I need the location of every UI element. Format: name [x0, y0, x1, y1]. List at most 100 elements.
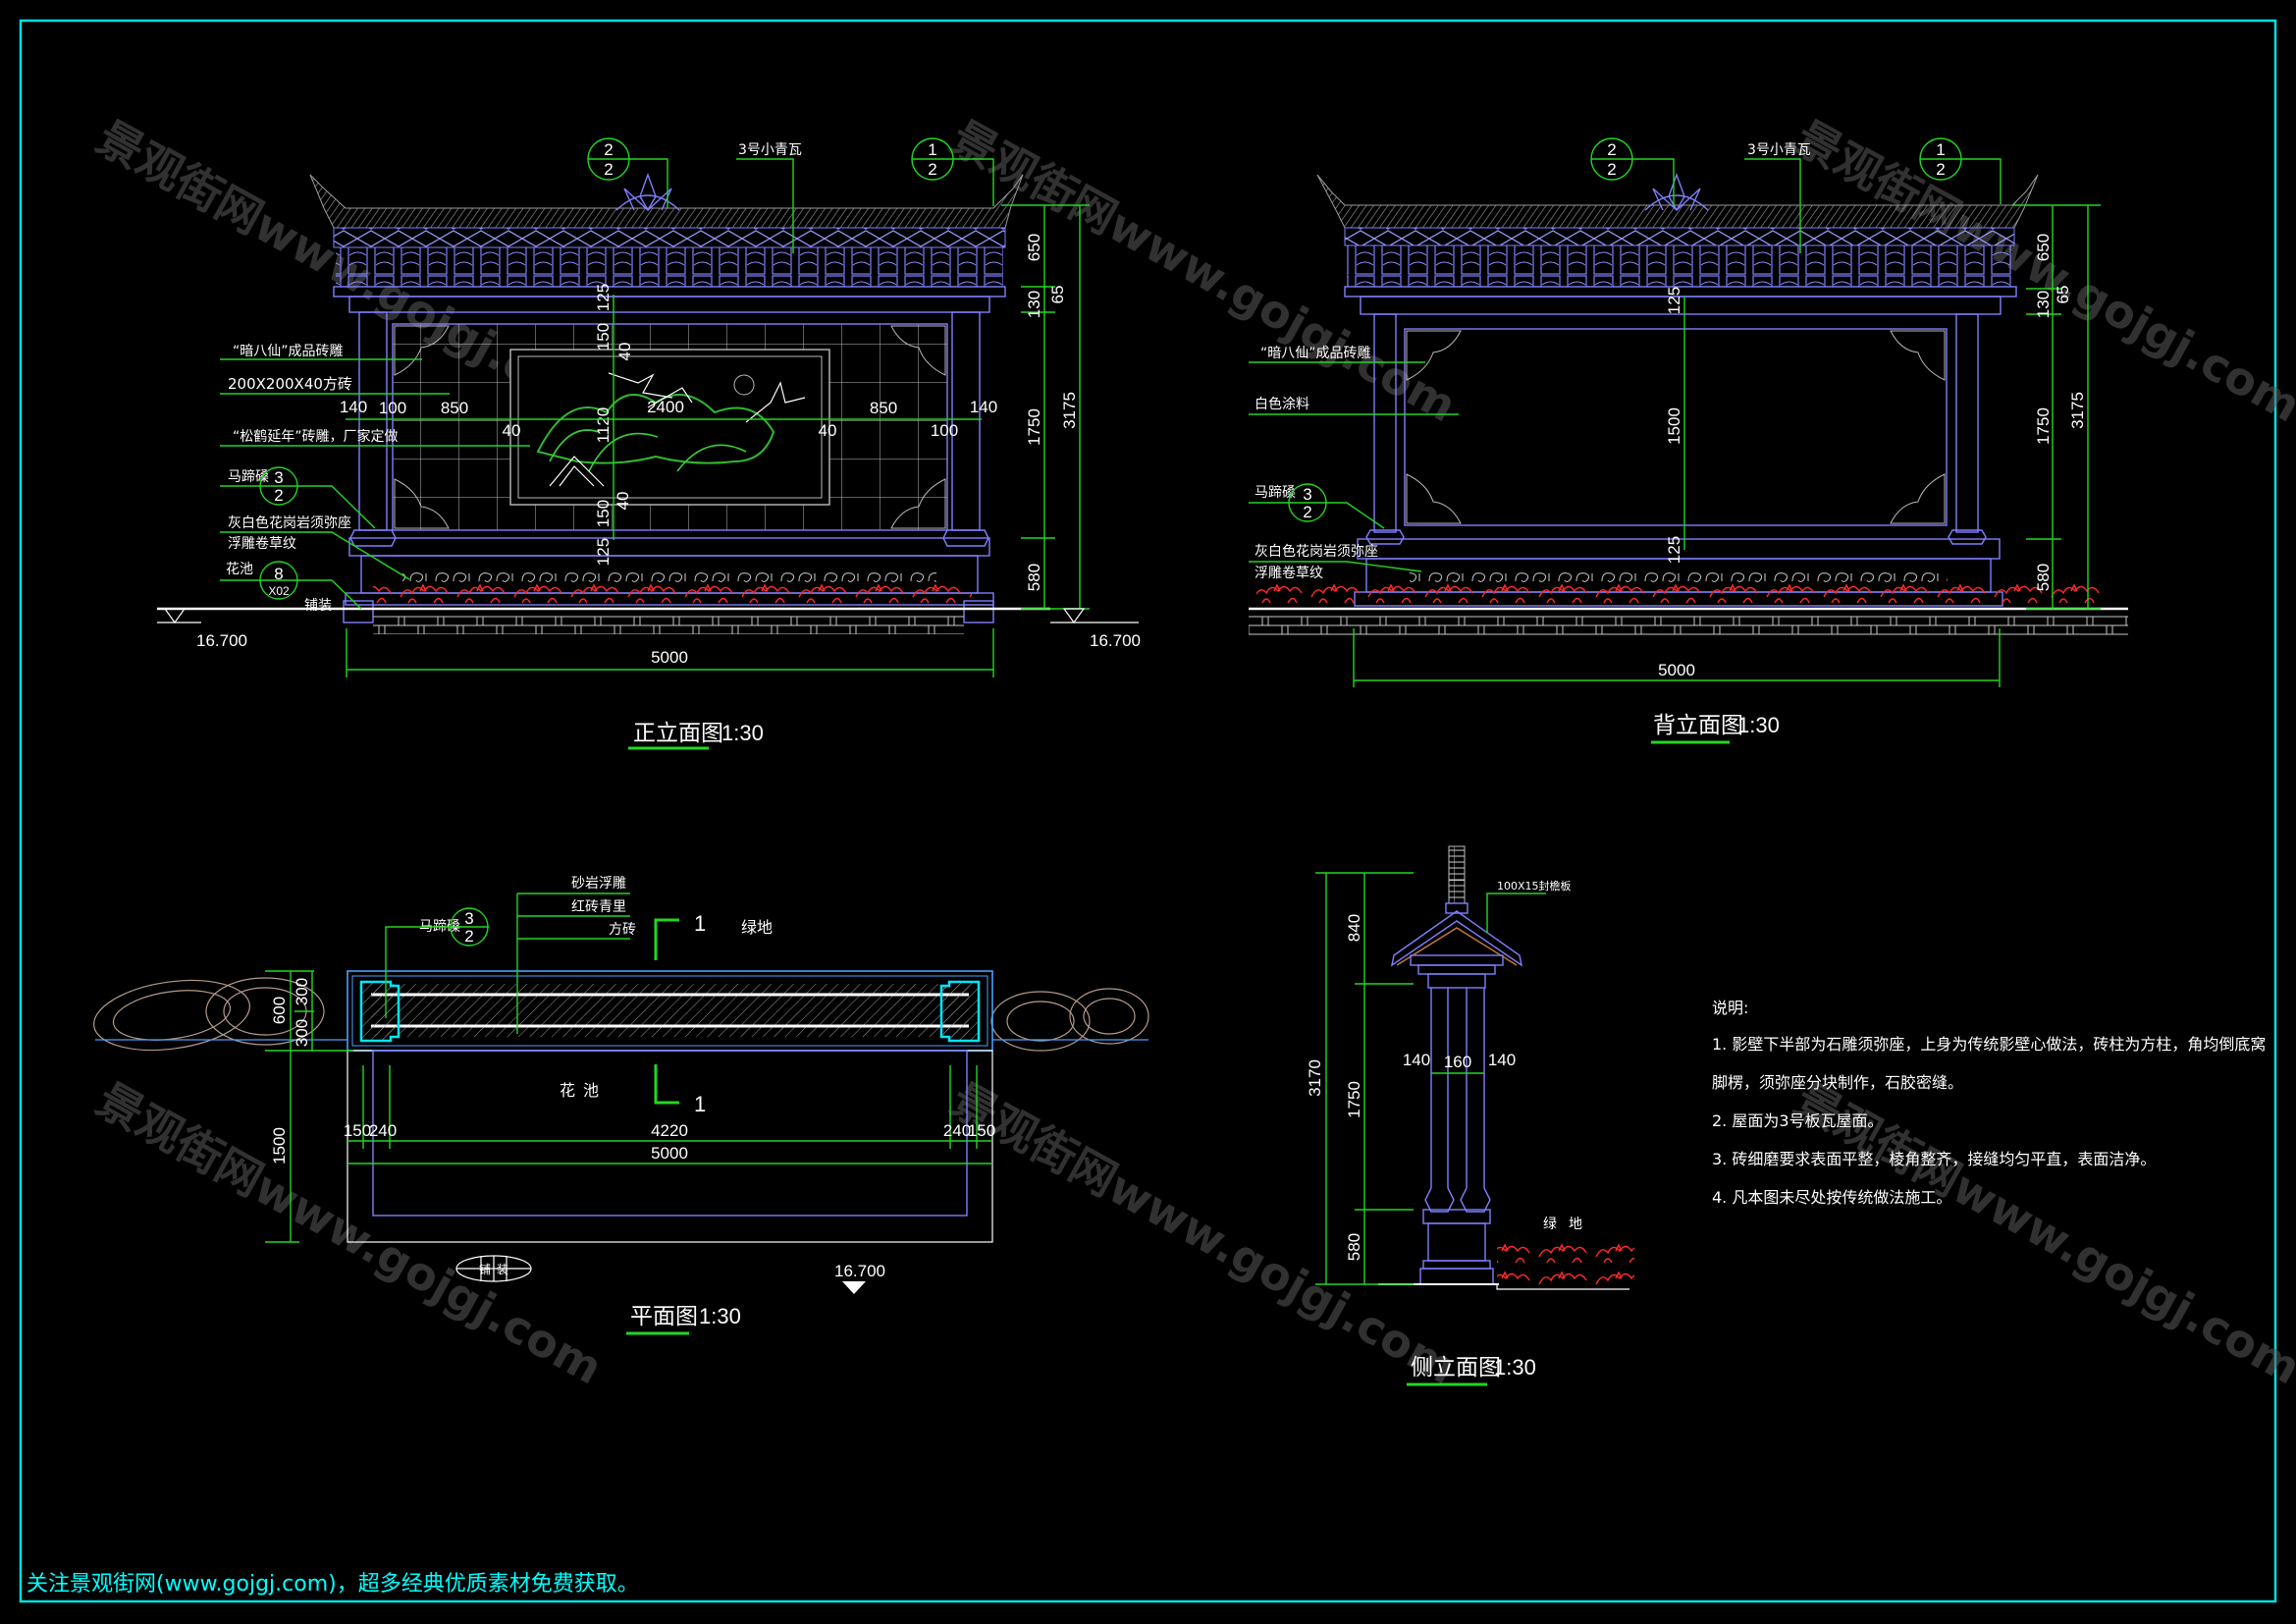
material-callouts: 砂岩浮雕 红砖青里 方砖 马蹄磉 3 2 — [385, 876, 636, 1034]
detail-callout: 2 2 — [587, 137, 668, 208]
dim-text: 300 — [293, 1019, 311, 1047]
callout-bottom: 2 — [928, 160, 936, 179]
callout-top: 2 — [1607, 140, 1616, 159]
dim-text: 100 — [931, 421, 958, 440]
label: 绿地 — [741, 918, 773, 937]
label: 马蹄磉 — [228, 468, 269, 485]
label: 铺装 — [304, 598, 332, 614]
label: 花池 — [560, 1081, 607, 1100]
dim-text: 1750 — [1025, 408, 1043, 446]
carving-panel — [509, 349, 830, 506]
dim-text: 100 — [379, 399, 406, 417]
roof — [309, 172, 1024, 313]
dimensions: 650 130 65 1750 580 3175 125 1500 125 50… — [1353, 204, 2101, 687]
dim-text: 40 — [614, 492, 632, 511]
callout-top: 1 — [1936, 140, 1945, 159]
callout-bottom: 2 — [604, 160, 613, 179]
dim-text: 580 — [1345, 1233, 1363, 1261]
view-title: 平面图 — [630, 1304, 698, 1329]
callout-top: 8 — [274, 565, 283, 583]
label: 灰白色花岗岩须弥座 — [228, 514, 351, 531]
elevation-mark: 16.700 — [196, 631, 247, 650]
corner-carving — [1406, 330, 1946, 524]
side-elevation: 100X15封檐板 绿地 3170 840 1750 580 140 160 1… — [1306, 845, 1634, 1386]
tile-label: 3号小青瓦 — [738, 142, 802, 158]
dim-text: 3175 — [1060, 392, 1079, 429]
ridge-ornament — [615, 172, 680, 212]
rocks — [93, 977, 1149, 1052]
callout-top: 2 — [604, 140, 613, 159]
label: 花池 — [226, 562, 253, 577]
dim-text: 125 — [1665, 536, 1683, 564]
label: 灰白色花岗岩须弥座 — [1255, 543, 1378, 560]
dimensions: 600 300 300 1500 150 240 4220 240 150 50… — [265, 970, 995, 1243]
dim-text: 650 — [1025, 234, 1043, 261]
pine-crane-carving — [536, 372, 806, 487]
paving-ground — [373, 611, 964, 634]
label: 方砖 — [609, 922, 636, 938]
dim-text: 850 — [870, 399, 897, 417]
label: “暗八仙”成品砖雕 — [1260, 346, 1371, 361]
dim-text: 2400 — [647, 398, 684, 416]
dim-text: 150 — [594, 500, 613, 527]
section-mark: 1 — [694, 911, 706, 936]
dim-text: 5000 — [1658, 661, 1695, 679]
dim-text: 240 — [369, 1121, 397, 1140]
right-column — [1955, 313, 1979, 533]
plan-view: 砂岩浮雕 红砖青里 方砖 马蹄磉 3 2 1 1 绿地 花池 600 300 3… — [93, 876, 1149, 1335]
dim-text: 130 — [2034, 291, 2053, 318]
front-elevation: 2 2 1 2 3号小青瓦 “暗八仙”成品砖雕 200X200X40方砖 “松鹤… — [157, 137, 1141, 750]
label: 浮雕卷草纹 — [1255, 566, 1323, 581]
drawing-frame — [19, 19, 2277, 1603]
callout-top: 1 — [928, 140, 936, 159]
label: 砂岩浮雕 — [571, 876, 626, 892]
view-scale: 1:30 — [721, 721, 764, 745]
dim-text: 1120 — [594, 407, 613, 444]
dim-text: 1750 — [2034, 407, 2053, 445]
label: 白色涂料 — [1255, 396, 1309, 412]
label: 绿地 — [1543, 1217, 1594, 1232]
planter-plants — [1497, 1239, 1634, 1284]
label: “暗八仙”成品砖雕 — [233, 344, 344, 359]
callout-top: 3 — [1303, 485, 1311, 504]
dim-text: 1500 — [270, 1127, 289, 1164]
white-paint-panel — [1404, 328, 1948, 526]
dimensions: 3170 840 1750 580 140 160 140 — [1306, 872, 1516, 1285]
watermark: 景观街网www.gojgj.com — [942, 1072, 1466, 1394]
dimensions: 650 130 65 1750 580 3175 125 150 40 1120… — [157, 204, 1141, 677]
paving-ground — [1249, 611, 2128, 636]
dim-text: 140 — [970, 398, 997, 416]
label: 铺装 — [479, 1263, 514, 1276]
dim-text: 150 — [344, 1121, 371, 1140]
label: 红砖青里 — [571, 899, 626, 915]
callout-bottom: 2 — [1607, 160, 1616, 179]
callout-top: 3 — [464, 909, 473, 928]
label: 100X15封檐板 — [1497, 879, 1572, 893]
dim-text: 850 — [441, 399, 468, 417]
dim-text: 300 — [293, 978, 311, 1005]
planter-plants — [373, 579, 972, 607]
dim-text: 150 — [594, 323, 613, 351]
dim-text: 150 — [968, 1121, 995, 1140]
callout-bottom: 2 — [1303, 503, 1311, 521]
dim-text: 650 — [2034, 234, 2053, 261]
planter-plants — [1256, 581, 2101, 609]
dim-text: 160 — [1444, 1053, 1471, 1071]
callout-bottom: 2 — [274, 486, 283, 505]
dim-text: 600 — [270, 997, 289, 1024]
section-mark: 1 — [694, 1092, 706, 1116]
dim-text: 140 — [1488, 1051, 1516, 1069]
back-elevation: 2 2 1 2 3号小青瓦 “暗八仙”成品砖雕 白色涂料 马蹄磉 3 2 灰白色… — [1249, 137, 2128, 744]
note-item: 4. 凡本图未尽处按传统做法施工。 — [1712, 1188, 1951, 1207]
dim-text: 65 — [1048, 286, 1067, 304]
note-item: 脚楞，须弥座分块制作，石胶密缝。 — [1712, 1073, 1963, 1092]
dim-text: 5000 — [651, 648, 688, 667]
dim-text: 65 — [2054, 286, 2072, 304]
dim-text: 40 — [503, 421, 521, 440]
watermarks: 景观街网www.gojgj.com 景观街网www.gojgj.com 景观街网… — [88, 110, 2296, 1394]
dim-text: 580 — [1025, 564, 1043, 591]
dim-text: 580 — [2034, 564, 2053, 591]
dim-text: 1500 — [1665, 407, 1683, 445]
callout-bottom: 2 — [464, 927, 473, 946]
